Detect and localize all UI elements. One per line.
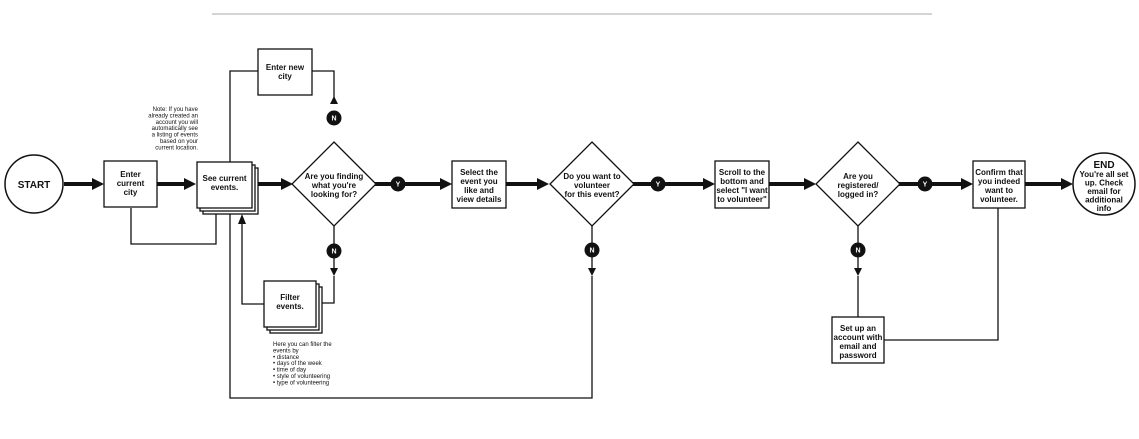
text-line: email for [1087,187,1120,196]
svg-text:N: N [855,248,860,255]
start-label: START [18,180,51,191]
text-line: • distance [273,355,300,361]
text-line: Here you can filter the [273,342,332,348]
text-line: Enter new [266,63,305,72]
text-line: events. [276,302,304,311]
text-line: • type of volunteering [273,380,329,386]
text-line: Note: If you have [153,107,199,113]
text-line: Are you [843,172,873,181]
text-line: additional [1085,196,1123,205]
text-line: info [1097,204,1112,213]
no-badge-finding-bottom: N [326,243,342,259]
text-line: up. Check [1085,179,1124,188]
text-line: bottom and [720,177,764,186]
svg-text:N: N [331,116,336,123]
text-line: volunteer. [980,195,1018,204]
text-line: Set up an [840,324,876,333]
text-line: for this event? [564,190,619,199]
yes-badge-registered: Y [917,176,933,192]
text-line: • style of volunteering [273,374,330,380]
text-line: to volunteer" [717,195,767,204]
svg-text:Y: Y [396,182,401,189]
no-badge-volunteer: N [584,242,600,258]
secondary-connectors [130,70,999,399]
text-line: Select the [460,168,498,177]
text-line: • time of day [273,368,306,374]
svg-text:N: N [589,248,594,255]
text-line: registered/ [838,181,880,190]
text-line: Confirm that [975,168,1023,177]
text-line: Enter [120,170,140,179]
text-line: volunteer [574,181,610,190]
text-line: city [124,188,138,197]
text-line: what you're [311,181,357,190]
no-badge-registered: N [850,242,866,258]
svg-text:N: N [331,249,336,256]
text-line: You're all set [1080,170,1129,179]
text-line: email and [840,342,877,351]
text-line: events by [273,348,299,354]
text-line: looking for? [311,190,357,199]
text-line: based on your [160,139,198,145]
svg-text:Y: Y [656,182,661,189]
text-line: a listing of events [152,133,198,139]
text-line: account you will [156,120,198,126]
text-line: want to [984,186,1013,195]
text-line: event you [460,177,497,186]
text-line: automatically see [152,126,199,132]
text-line: Scroll to the [719,168,766,177]
main-flow-connectors [64,178,1073,190]
text-line: you indeed [978,177,1020,186]
text-line: password [839,351,876,360]
text-line: current location. [155,145,198,151]
no-badge-finding-top: N [326,110,342,126]
text-line: logged in? [838,190,879,199]
text-line: current [117,179,145,188]
start-node: START [4,154,64,214]
text-line: account with [834,333,883,342]
text-line: • days of the week [273,361,323,367]
text-line: like and [464,186,494,195]
text-line: See current [202,174,246,183]
text-line: city [278,72,292,81]
text-line: view details [457,195,502,204]
yes-badge-volunteer: Y [650,176,666,192]
text-line: Do you want to [563,172,620,181]
text-line: already created an [148,113,198,119]
text-line: events. [211,183,239,192]
text-line: Filter [280,293,300,302]
end-title: END [1093,160,1114,171]
yes-badge-finding: Y [390,176,406,192]
text-line: Are you finding [305,172,364,181]
svg-text:Y: Y [923,182,928,189]
text-line: select "I want [716,186,768,195]
